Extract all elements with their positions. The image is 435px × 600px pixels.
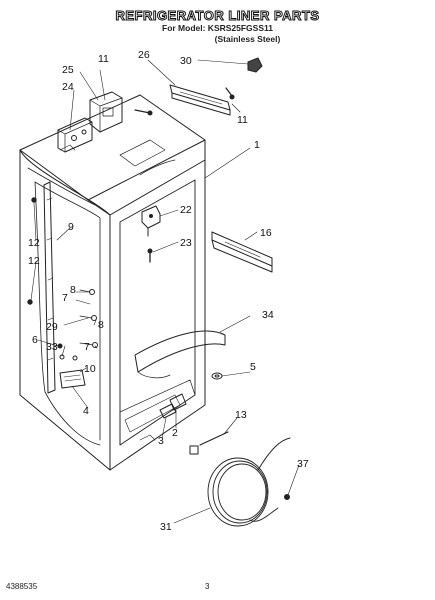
callout-6: 6 [32, 334, 38, 346]
callout-33: 33 [46, 341, 58, 353]
page-title: REFRIGERATOR LINER PARTS [115, 8, 320, 24]
callout-34: 34 [262, 309, 274, 321]
screw-11-left [134, 109, 153, 116]
callout-5: 5 [250, 361, 256, 373]
callout-10: 10 [84, 363, 96, 375]
callout-11-right: 11 [237, 114, 248, 126]
part-30-clip [247, 57, 263, 73]
part-24-bracket [57, 117, 93, 153]
part-5-grommet [211, 372, 223, 380]
left-rail [43, 181, 56, 394]
callout-13: 13 [235, 409, 247, 421]
left-fasteners [27, 197, 98, 361]
liner-body [19, 94, 206, 471]
callout-24: 24 [62, 81, 74, 93]
callout-7-bottom: 7 [84, 341, 90, 353]
model-line: For Model: KSRS25FGSS11 [162, 23, 273, 33]
callout-30: 30 [180, 55, 192, 67]
part-13-plug [189, 431, 229, 455]
callout-1: 1 [254, 139, 260, 151]
finish-line: (Stainless Steel) [214, 34, 281, 44]
screw-23 [147, 248, 153, 263]
callout-4: 4 [83, 405, 89, 417]
callout-16: 16 [260, 227, 272, 239]
callout-29: 29 [46, 321, 58, 333]
callout-25: 25 [62, 64, 74, 76]
page-number: 3 [205, 582, 210, 591]
part-2-3-brackets [159, 393, 187, 419]
callout-labels: 11 26 30 25 24 11 1 22 23 16 9 12 12 8 7… [28, 49, 309, 533]
callout-22: 22 [180, 204, 192, 216]
part-31-coil [207, 437, 291, 527]
part-26-rail [169, 84, 231, 116]
callout-11: 11 [98, 53, 109, 65]
part-10-vent [59, 369, 86, 389]
part-34-cover [134, 330, 226, 379]
callout-8-bottom: 8 [98, 319, 104, 331]
doc-number: 4388535 [6, 582, 38, 591]
callout-37: 37 [297, 458, 309, 470]
screw-37 [284, 494, 290, 500]
page-header: REFRIGERATOR LINER PARTS For Model: KSRS… [0, 8, 435, 45]
callout-23: 23 [180, 237, 192, 249]
callout-3: 3 [158, 435, 164, 447]
part-22-bracket [141, 205, 161, 237]
callout-12-top: 12 [28, 237, 40, 249]
screw-11-right [225, 87, 235, 100]
part-25-housing [89, 91, 123, 133]
callout-7-top: 7 [62, 292, 68, 304]
callout-2: 2 [172, 427, 178, 439]
callout-8-top: 8 [70, 284, 76, 296]
leader-lines [30, 59, 300, 524]
callout-31: 31 [160, 521, 172, 533]
callout-9: 9 [68, 221, 74, 233]
callout-12-bottom: 12 [28, 255, 40, 267]
part-16-bracket [211, 231, 273, 273]
callout-26: 26 [138, 49, 150, 61]
